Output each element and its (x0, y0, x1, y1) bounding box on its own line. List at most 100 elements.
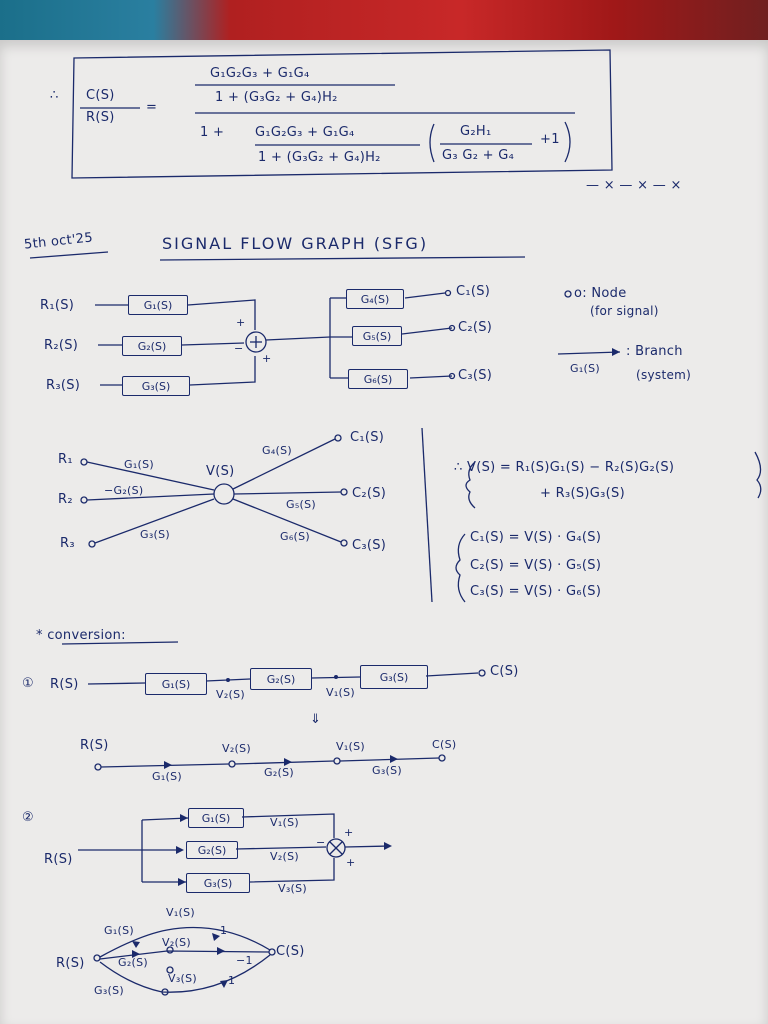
example2-block-g3: G₃(S) (186, 873, 250, 893)
top-numerator: G₁G₂G₃ + G₁G₄ (210, 66, 310, 81)
section-title: SIGNAL FLOW GRAPH (SFG) (162, 234, 429, 253)
output-c1: C₁(S) (456, 284, 491, 299)
example2-sign-top: + (344, 826, 354, 839)
paper-sheet (0, 40, 768, 1024)
example2-signal-v1: V₁(S) (270, 816, 299, 829)
block-g3: G₃(S) (122, 376, 190, 396)
example2-sfg-output: C(S) (276, 944, 305, 959)
block-g2: G₂(S) (122, 336, 182, 356)
date-underline (29, 251, 109, 259)
example2-block-g2: G₂(S) (186, 841, 238, 859)
example2-signal-v3: V₃(S) (278, 882, 307, 895)
example2-signal-v2: V₂(S) (270, 850, 299, 863)
example2-sfg-unit-1: 1 (220, 924, 228, 937)
eq-c2: C₂(S) = V(S) · G₅(S) (470, 558, 602, 573)
end-mark: — × — × — × (586, 178, 682, 193)
example2-sfg-node-v3: V₃(S) (168, 972, 197, 985)
example1-sfg-gain-g2: G₂(S) (264, 766, 294, 779)
eq-v-line2: + R₃(S)G₃(S) (540, 486, 625, 501)
example2-sfg-gain-g3: G₃(S) (94, 984, 124, 997)
paren-denominator: G₃ G₂ + G₄ (442, 148, 515, 163)
example1-block-g1: G₁(S) (145, 673, 207, 695)
example2-sign-left: − (316, 836, 326, 849)
example1-sfg-node-c: C(S) (432, 738, 457, 751)
sfg1-gain-g5: G₅(S) (286, 498, 316, 511)
example2-input: R(S) (44, 852, 73, 867)
eq-c3: C₃(S) = V(S) · G₆(S) (470, 584, 602, 599)
lhs-numerator: C(S) (86, 88, 115, 103)
title-underline (159, 256, 526, 261)
example2-sfg-input: R(S) (56, 956, 85, 971)
background-fabric (0, 0, 768, 44)
example1-sfg-node-v1: V₁(S) (336, 740, 365, 753)
block-g4: G₄(S) (346, 289, 404, 309)
legend-node-desc: (for signal) (590, 304, 659, 318)
example1-number: ① (22, 676, 34, 691)
example1-sfg-gain-g3: G₃(S) (372, 764, 402, 777)
sfg1-gain-g2: −G₂(S) (104, 484, 144, 497)
down-arrow: ⇓ (310, 712, 322, 727)
bottom-numerator: G₁G₂G₃ + G₁G₄ (255, 125, 355, 140)
input-r2: R₂(S) (44, 338, 79, 353)
therefore-symbol: ∴ (50, 88, 59, 103)
example2-sfg-unit-3: 1 (228, 974, 236, 987)
legend-branch-desc: (system) (636, 368, 692, 382)
example2-sfg-node-v1: V₁(S) (166, 906, 195, 919)
conversion-heading: * conversion: (36, 628, 126, 643)
example1-block-g2: G₂(S) (250, 668, 312, 690)
example2-sfg-gain-g1: G₁(S) (104, 924, 134, 937)
result-frame (71, 49, 613, 179)
example2-sfg-unit-2: −1 (236, 954, 253, 967)
sfg1-input-r2: R₂ (58, 492, 73, 507)
output-c3: C₃(S) (458, 368, 493, 383)
example2-sign-bottom: + (346, 856, 356, 869)
block-g5: G₅(S) (352, 326, 402, 346)
one-plus: 1 + (200, 125, 225, 140)
sfg1-gain-g6: G₆(S) (280, 530, 310, 543)
sfg1-gain-g3: G₃(S) (140, 528, 170, 541)
paren-right (564, 121, 571, 163)
paren-numerator: G₂H₁ (460, 124, 492, 139)
sfg1-output-c1: C₁(S) (350, 430, 385, 445)
sfg1-center-node: V(S) (206, 464, 235, 479)
block-g1: G₁(S) (128, 295, 188, 315)
sfg1-output-c3: C₃(S) (352, 538, 387, 553)
sum-sign-left: − (234, 342, 244, 355)
bottom-denominator: 1 + (G₃G₂ + G₄)H₂ (258, 150, 381, 165)
eq-v-line1: ∴ V(S) = R₁(S)G₁(S) − R₂(S)G₂(S) (454, 460, 675, 475)
lhs-denominator: R(S) (86, 110, 115, 125)
example1-sfg-node-v2: V₂(S) (222, 742, 251, 755)
example1-signal-v2: V₂(S) (216, 688, 245, 701)
input-r1: R₁(S) (40, 298, 75, 313)
legend-branch: : Branch (626, 344, 683, 359)
block-g6: G₆(S) (348, 369, 408, 389)
legend-node: o: Node (574, 286, 627, 301)
example2-sfg-gain-g2: G₂(S) (118, 956, 148, 969)
sfg1-input-r3: R₃ (60, 536, 75, 551)
input-r3: R₃(S) (46, 378, 81, 393)
sfg1-gain-g1: G₁(S) (124, 458, 154, 471)
output-c2: C₂(S) (458, 320, 493, 335)
sfg1-output-c2: C₂(S) (352, 486, 387, 501)
example2-sfg-node-v2: V₂(S) (162, 936, 191, 949)
example2-block-g1: G₁(S) (188, 808, 244, 828)
sfg1-input-r1: R₁ (58, 452, 73, 467)
example2-number: ② (22, 810, 34, 825)
sum-sign-bottom: + (262, 352, 272, 365)
example1-input: R(S) (50, 677, 79, 692)
example1-block-g3: G₃(S) (360, 665, 428, 689)
sfg1-gain-g4: G₄(S) (262, 444, 292, 457)
plus-one: +1 (540, 132, 560, 147)
example1-sfg-gain-g1: G₁(S) (152, 770, 182, 783)
example1-output: C(S) (490, 664, 519, 679)
top-denominator: 1 + (G₃G₂ + G₄)H₂ (215, 90, 338, 105)
sum-sign-top: + (236, 316, 246, 329)
equals-sign: = (146, 100, 158, 115)
legend-branch-gain: G₁(S) (570, 362, 600, 375)
paren-left (429, 123, 435, 163)
eq-c1: C₁(S) = V(S) · G₄(S) (470, 530, 602, 545)
example1-sfg-input: R(S) (80, 738, 109, 753)
example1-signal-v1: V₁(S) (326, 686, 355, 699)
